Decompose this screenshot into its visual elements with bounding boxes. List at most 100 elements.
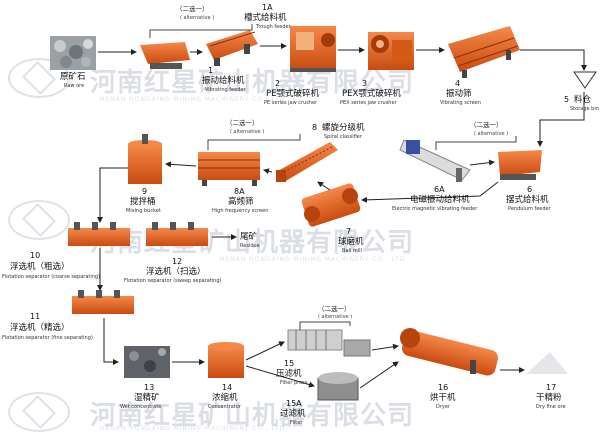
pendulum-feeder-machine xyxy=(498,150,542,180)
vibrating-screen-machine xyxy=(448,26,520,78)
concentrator-label: 浓缩机 xyxy=(212,393,238,403)
dryer-number: 16 xyxy=(438,383,449,392)
alternative-label-2: （二选一） xyxy=(226,119,259,127)
dry-fine-ore-pile xyxy=(526,352,568,374)
ball-mill-machine xyxy=(301,183,361,227)
pe-crusher-en: PE series jaw crusher xyxy=(264,100,318,106)
pendulum-feeder-en: Pendulum feeder xyxy=(508,206,551,212)
flotation-sweep-number: 12 xyxy=(172,257,183,266)
vibrating-feeder-label: 振动给料机 xyxy=(202,76,245,86)
flotation-fine-label: 浮选机（精选） xyxy=(10,323,70,333)
ball-mill-en: Ball mill xyxy=(342,248,362,254)
dry-fine-ore-label: 干精粉 xyxy=(536,393,562,403)
watermark-text-1: 河南红星矿山机器有限公司 xyxy=(90,68,415,98)
filter-press-machine xyxy=(287,329,371,357)
pex-crusher-label: PEX颚式破碎机 xyxy=(342,89,401,99)
filter-press-label: 压滤机 xyxy=(276,369,302,379)
watermark-en-3: HENAN HONGXING MINING MACHINERY CO., LTD xyxy=(100,425,286,432)
storage-bin-label: 料仓 xyxy=(574,95,592,105)
wet-concentrate-en: Wet concentrate xyxy=(120,404,162,410)
flotation-sweep-machine xyxy=(146,222,208,246)
hf-screen-en: High frequency screen xyxy=(212,208,269,214)
hf-screen-machine xyxy=(198,152,260,186)
wet-concentrate-pile xyxy=(124,346,170,378)
storage-bin-shape xyxy=(573,71,597,89)
dryer-label: 烘干机 xyxy=(430,393,456,403)
vibrating-feeder-number: 1 xyxy=(208,66,214,75)
residue-label: 尾矿 xyxy=(240,232,258,242)
alternative-label-4: （二选一） xyxy=(318,305,351,313)
pendulum-feeder-label: 摆式给料机 xyxy=(506,195,549,205)
hf-screen-label: 高频筛 xyxy=(228,197,254,207)
raw-ore-label: 原矿石 xyxy=(60,72,86,82)
alternative-brackets xyxy=(149,24,517,330)
alternative-label-3: （二选一） xyxy=(470,121,503,129)
vibrating-feeder-en: Vibrating feeder xyxy=(205,87,246,93)
alternative-en-4: ( alternative ) xyxy=(318,314,353,320)
concentrator-en: Concentrator xyxy=(208,404,241,410)
watermark-text-3: 河南红星矿山机器有限公司 xyxy=(90,401,415,431)
pendulum-feeder-number: 6 xyxy=(527,185,533,194)
flotation-sweep-en: Flotation separator (sweep separating) xyxy=(124,278,222,284)
spiral-classifier-en: Spiral classifier xyxy=(324,134,362,140)
trough-feeder-machine xyxy=(206,30,258,66)
storage-bin-en: Storage bin xyxy=(570,106,599,112)
flow-lines xyxy=(97,43,587,389)
mixing-bucket-en: Mixing bucket xyxy=(126,208,161,214)
filter-press-number: 15 xyxy=(284,359,295,368)
flotation-coarse-label: 浮选机（粗选） xyxy=(10,262,70,272)
pe-crusher-number: 2 xyxy=(275,79,281,88)
mixing-bucket-label: 搅拌桶 xyxy=(130,197,156,207)
hf-screen-number: 8A xyxy=(234,187,245,196)
raw-ore-en: Raw ore xyxy=(64,83,85,89)
concentrator-machine xyxy=(208,342,244,378)
em-feeder-en: Electric magnetic vibrating feeder xyxy=(392,206,478,212)
watermark-en-2: HENAN HONGXING MINING MACHINERY CO., LTD xyxy=(220,256,406,263)
dryer-en: Dryer xyxy=(436,404,450,410)
watermark-en-1: HENAN HONGXING MINING MACHINERY CO., LTD xyxy=(100,96,286,103)
spiral-classifier-number: 8 xyxy=(312,123,318,132)
flotation-coarse-en: Flotation separator (coarse separating) xyxy=(2,274,101,280)
raw-ore-pile xyxy=(50,36,96,70)
flotation-fine-number: 11 xyxy=(30,312,41,321)
storage-bin-number: 5 xyxy=(564,95,570,104)
dry-fine-ore-number: 17 xyxy=(546,383,557,392)
residue-en: Residue xyxy=(240,243,260,249)
dry-fine-ore-en: Dry fine ore xyxy=(536,404,566,410)
dryer-machine xyxy=(400,328,499,376)
pex-crusher-en: PEX series jaw crusher xyxy=(340,100,397,106)
flotation-sweep-label: 浮选机（扫选） xyxy=(146,267,206,277)
pex-crusher-machine xyxy=(368,32,414,70)
vibrating-feeder-machine xyxy=(140,42,190,69)
pe-crusher-label: PE颚式破碎机 xyxy=(266,89,319,99)
spiral-classifier-label: 螺旋分级机 xyxy=(322,123,365,133)
alternative-en-1: ( alternative ) xyxy=(180,15,215,21)
pex-crusher-number: 3 xyxy=(362,79,368,88)
em-feeder-label: 电磁振动给料机 xyxy=(410,195,470,205)
em-feeder-number: 6A xyxy=(434,185,445,194)
filter-press-en: Filter press xyxy=(280,380,308,386)
filter-number: 15A xyxy=(286,399,302,408)
em-feeder-machine xyxy=(399,139,471,182)
watermark-logo-2 xyxy=(8,200,70,240)
wet-concentrate-number: 13 xyxy=(144,383,155,392)
watermark-logo-1 xyxy=(8,58,70,98)
pe-crusher-machine xyxy=(290,26,336,72)
wet-concentrate-label: 湿精矿 xyxy=(134,393,160,403)
alternative-en-3: ( alternative ) xyxy=(474,131,509,137)
concentrator-number: 14 xyxy=(222,383,233,392)
flotation-fine-machine xyxy=(72,290,134,314)
filter-label: 过滤机 xyxy=(280,409,306,419)
mixing-bucket-machine xyxy=(128,134,162,184)
vibrating-screen-en: Vibrating screen xyxy=(440,100,481,106)
spiral-classifier-machine xyxy=(276,142,338,182)
trough-feeder-label: 槽式给料机 xyxy=(244,13,287,23)
flotation-coarse-number: 10 xyxy=(30,251,41,260)
flotation-fine-en: Flotation separator (fine separating) xyxy=(2,335,93,341)
trough-feeder-en: Trough feeder xyxy=(256,24,291,30)
alternative-en-2: ( alternative ) xyxy=(230,129,265,135)
watermark-text-2: 河南红星矿山机器有限公司 xyxy=(90,228,415,258)
filter-machine xyxy=(317,372,359,401)
